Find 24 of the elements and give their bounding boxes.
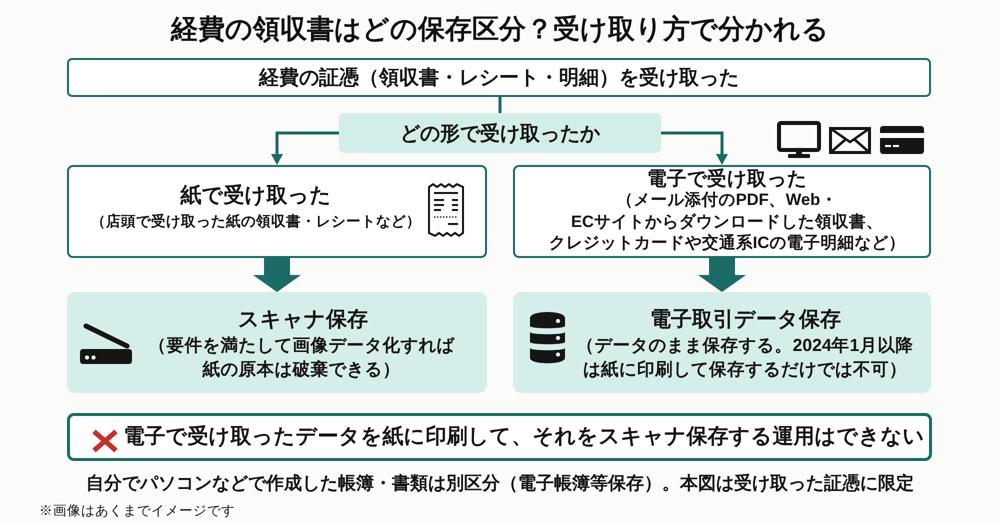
process-box: 経費の証憑（領収書・レシート・明細）を受け取った	[67, 58, 931, 97]
disclaimer-text: ※画像はあくまでイメージです	[39, 502, 235, 520]
arrow	[661, 132, 728, 165]
storage-box	[67, 292, 487, 393]
box-heading: 電子で受け取った	[647, 168, 807, 190]
warning-text: 電子で受け取ったデータを紙に印刷して、それをスキャナ保存する運用はできない	[124, 424, 924, 450]
storage-box	[513, 292, 931, 393]
box-description: （データのまま保存する。2024年1月以降は紙に印刷して保存するだけでは不可）	[576, 334, 914, 381]
process-box	[513, 165, 931, 258]
block-arrow	[253, 258, 301, 292]
box-description: （メール添付のPDF、Web・ECサイトからダウンロードした領収書、クレジットカードや交通系ICの電子明細など）	[548, 190, 906, 254]
box-description: （要件を満たして画像データ化すれば紙の原本は破棄できる）	[148, 334, 456, 381]
box-description: （店頭で受け取った紙の領収書・レシートなど）	[91, 212, 421, 232]
box-heading: 紙で受け取った	[180, 183, 332, 209]
block-arrow	[698, 258, 746, 292]
arrow	[271, 132, 339, 165]
process-box	[67, 165, 487, 258]
title: 経費の領収書はどの保存区分？受け取り方で分かれる	[171, 13, 829, 46]
decision-box: どの形で受け取ったか	[339, 113, 661, 153]
warning-box	[67, 413, 932, 461]
note-text: 自分でパソコンなどで作成した帳簿・書類は別区分（電子帳簿等保存）。本図は受け取った証憑に限定	[86, 472, 914, 495]
box-heading: スキャナ保存	[238, 307, 368, 333]
box-heading: 電子取引データ保存	[650, 307, 841, 333]
connector-line	[498, 97, 502, 113]
